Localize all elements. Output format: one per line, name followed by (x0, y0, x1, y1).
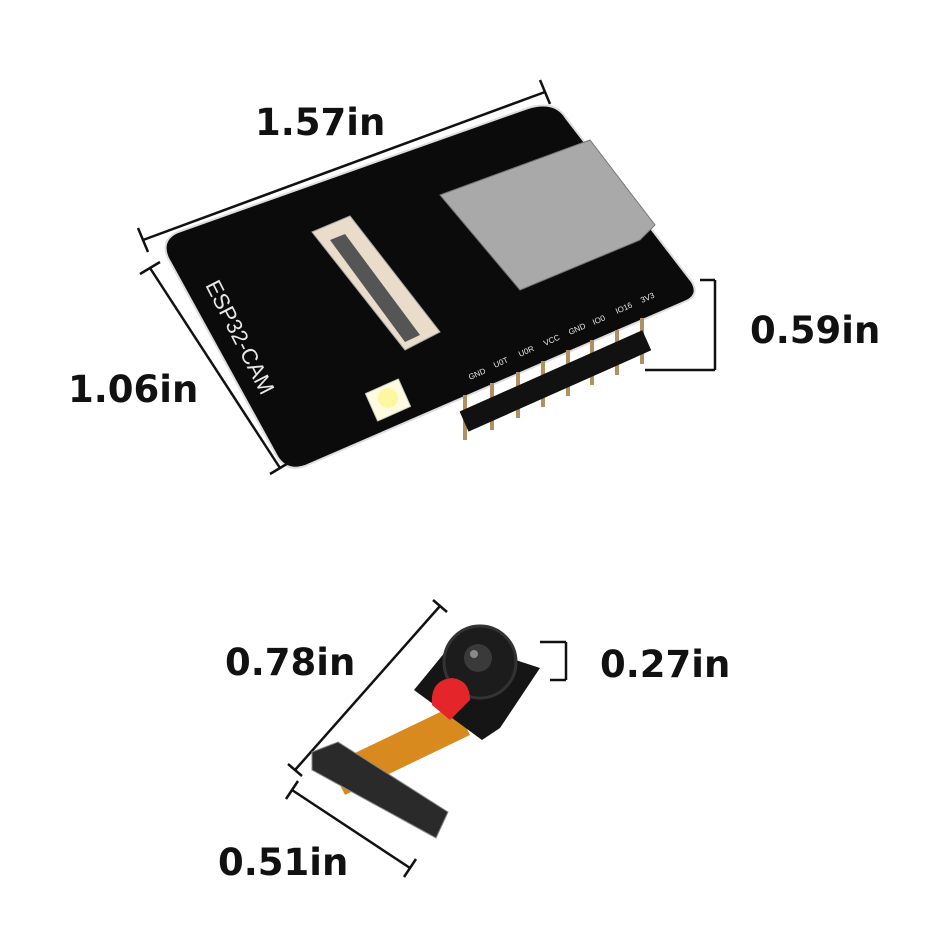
protective-tab (431, 678, 470, 720)
dimension-lines (136, 79, 717, 878)
connector-width-label: 0.51in (218, 841, 348, 884)
pin-height-label: 0.59in (750, 309, 880, 352)
flex-connector-end (311, 741, 449, 839)
sd-card-slot (439, 139, 656, 291)
esp32-cam-board: ESP32-CAM GND U0T U0R VCC GND IO0 IO16 3… (164, 104, 696, 469)
width-label: 1.57in (255, 101, 385, 144)
height-label: 1.06in (68, 368, 198, 411)
camera-height-label: 0.27in (600, 643, 730, 686)
camera-length-label: 0.78in (225, 641, 355, 684)
camera-module (311, 624, 540, 839)
